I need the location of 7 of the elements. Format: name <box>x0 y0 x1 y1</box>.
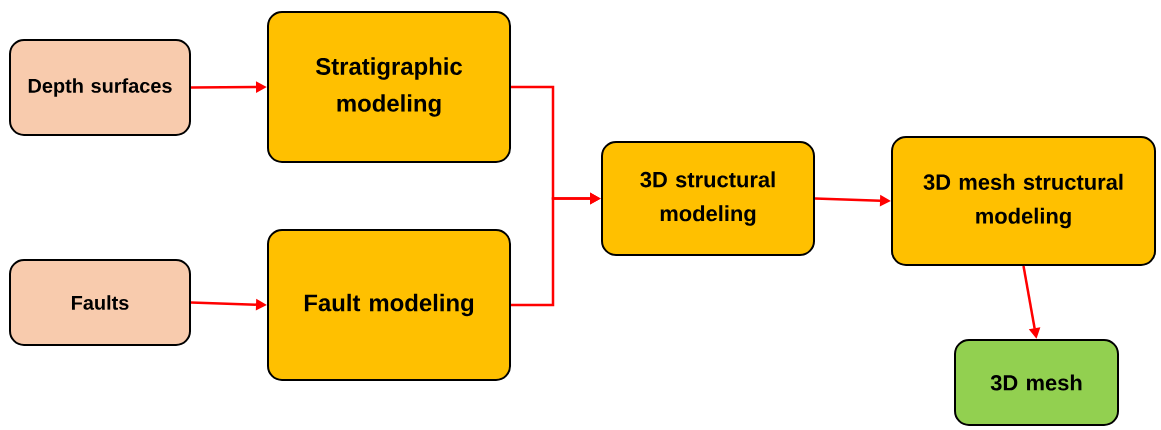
process-box: 3D mesh structural modeling <box>891 136 1156 266</box>
input-box: Depth surfaces <box>9 39 191 136</box>
process-box: 3D structural modeling <box>601 141 815 256</box>
process-box: Stratigraphic modeling <box>267 11 511 163</box>
input-box: Faults <box>9 259 191 346</box>
process-box: Fault modeling <box>267 229 511 381</box>
output-box: 3D mesh <box>954 339 1119 426</box>
